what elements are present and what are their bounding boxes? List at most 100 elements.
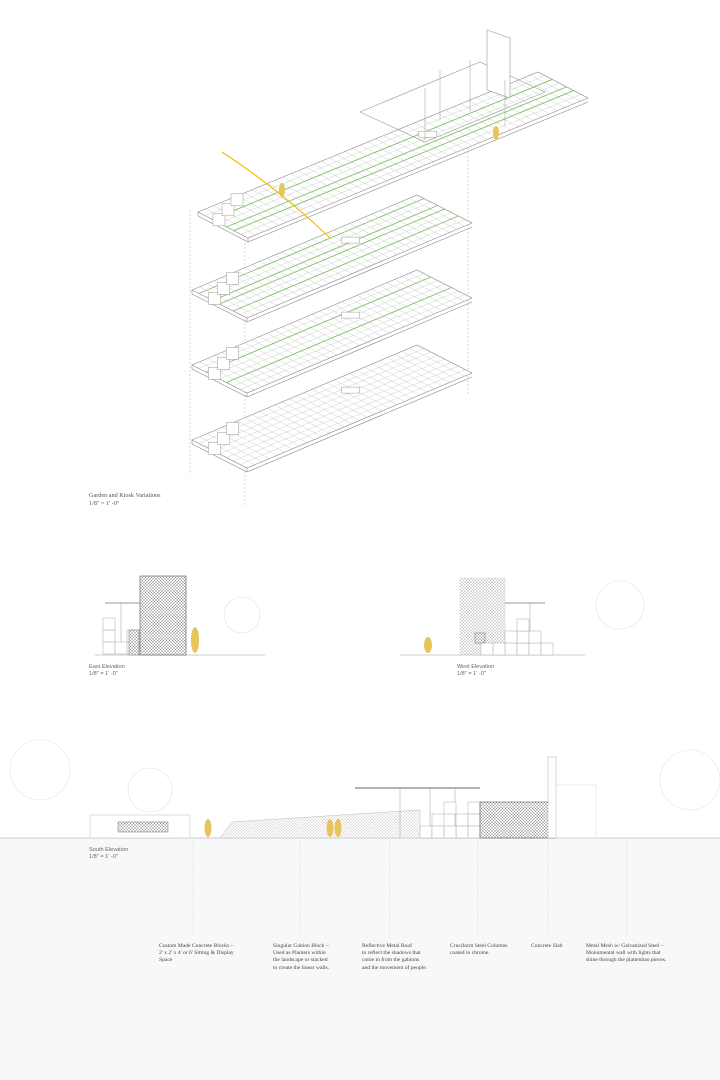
concrete-block: [341, 236, 360, 244]
concrete-block: [504, 630, 518, 644]
tree-outline: [595, 580, 645, 630]
concrete-block: [226, 272, 239, 285]
gabion-wall: [219, 809, 421, 839]
note-line: and the movement of people.: [362, 964, 428, 971]
slab-grid-line: [306, 167, 357, 194]
slab-grid-line: [212, 355, 438, 451]
slab-grid-line: [205, 351, 431, 448]
concrete-block: [418, 130, 438, 138]
slab-grid-line: [219, 283, 445, 380]
concrete-block: [221, 203, 235, 217]
east-scale: 1/8" = 1' -0": [89, 671, 118, 677]
concrete-block: [431, 813, 445, 827]
note-line: Monumental wall with lights that: [586, 950, 661, 957]
note-line: coated in chrome: [450, 950, 489, 957]
planting-row: [212, 79, 553, 220]
note-line: to create the linear walls.: [273, 964, 330, 971]
slab-grid-line: [514, 81, 565, 108]
slab-grid-line: [259, 186, 310, 213]
concrete-block: [102, 629, 116, 643]
note-line: 2' x 2' x 4' or 6' Sitting & Display: [159, 950, 234, 957]
concrete-block: [217, 432, 230, 445]
tree-outline: [659, 749, 720, 811]
note-line: Metal Mesh w/ Galvanized Steel –: [586, 943, 664, 949]
planting-row: [233, 90, 574, 231]
slab-edge: [191, 293, 248, 323]
axon-scale: 1/8" = 1' -0": [89, 500, 120, 507]
slab-grid-line: [375, 138, 426, 165]
concrete-block: [341, 386, 360, 394]
west-caption: West Elevation 1/8" = 1' -0": [457, 664, 494, 678]
note-gabion-block: Singular Gabion Block – Used as Planters…: [273, 943, 388, 972]
concrete-block: [217, 357, 230, 370]
slab-grid-line: [205, 75, 546, 216]
slab-grid-line: [337, 154, 388, 181]
gabion-wall: [117, 821, 169, 833]
slab-grid-line: [360, 145, 411, 172]
note-line: shine through the plattenbau pieces.: [586, 957, 667, 964]
concrete-block: [208, 292, 221, 305]
concrete-block: [528, 630, 542, 644]
east-caption: East Elevation 1/8" = 1' -0": [89, 664, 125, 678]
concrete-block: [455, 813, 469, 827]
concrete-block: [492, 642, 506, 656]
slab-edge: [246, 301, 473, 398]
slab-grid-line: [212, 280, 438, 376]
concrete-block: [102, 641, 116, 655]
mesh-wall-tower: [547, 756, 557, 839]
concrete-block: [443, 801, 457, 815]
note-line: Singular Gabion Block –: [273, 943, 329, 949]
person-figure: [279, 183, 285, 197]
note-steel-columns: Cruciform Steel Columns coated in chrome: [450, 943, 565, 957]
slab-grid-line: [313, 164, 364, 191]
slab-grid-line: [205, 201, 431, 298]
slab-grid-line: [240, 294, 466, 390]
slab-grid-line: [352, 148, 403, 175]
mesh-wall: [486, 29, 511, 99]
concrete-block: [226, 422, 239, 435]
tree-outline: [127, 767, 173, 813]
note-line: Reflective Metal Roof: [362, 943, 413, 949]
concrete-block: [102, 617, 116, 631]
concrete-block: [217, 282, 230, 295]
concrete-block: [208, 442, 221, 455]
planting-row: [219, 208, 445, 305]
slab-grid-line: [226, 212, 452, 308]
mesh-wall: [139, 575, 187, 656]
axon-title: Garden and Kiosk Variations: [89, 492, 161, 499]
concrete-block: [230, 193, 244, 207]
planting-row: [226, 287, 452, 383]
slab-edge: [247, 101, 589, 243]
slab-grid-line: [367, 141, 419, 169]
slab-grid-line: [233, 290, 459, 387]
slab-grid-line: [507, 84, 558, 111]
concrete-block: [467, 813, 481, 827]
note-concrete-blocks: Custom Made Concrete Blocks – 2' x 2' x …: [159, 943, 279, 965]
axon-caption: Garden and Kiosk Variations 1/8" = 1' -0…: [89, 492, 161, 508]
note-line: the landscape or stacked: [273, 957, 328, 964]
concrete-block: [226, 347, 239, 360]
slab-grid-line: [219, 82, 560, 224]
slab-grid-line: [236, 195, 287, 223]
concrete-block: [455, 825, 469, 839]
person-figure: [204, 819, 212, 837]
slab-grid-line: [290, 173, 341, 200]
concrete-block: [212, 213, 226, 227]
slab-edge: [197, 215, 249, 243]
note-line: Custom Made Concrete Blocks –: [159, 943, 234, 949]
slab-grid-line: [321, 160, 372, 188]
tree-outline: [9, 739, 71, 801]
slab-grid-line: [391, 132, 442, 159]
slab-grid-line: [329, 157, 380, 185]
note-line: Concrete Slab: [531, 943, 563, 949]
planting-row: [226, 86, 567, 228]
planting-row: [233, 215, 459, 312]
note-line: Cruciform Steel Columns: [450, 943, 508, 949]
south-scale: 1/8" = 1' -0": [89, 854, 118, 860]
concrete-block: [467, 801, 481, 815]
note-metal-mesh: Metal Mesh w/ Galvanized Steel – Monumen…: [586, 943, 716, 965]
slab-grid-line: [233, 365, 459, 462]
south-title: South Elevation: [89, 847, 129, 853]
slab-grid-line: [240, 369, 466, 465]
